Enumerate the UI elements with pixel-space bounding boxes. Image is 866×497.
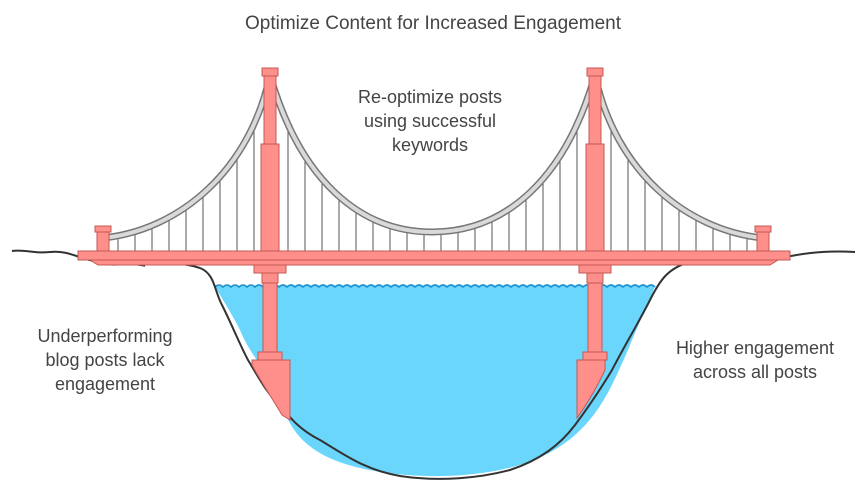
end-label-line: Higher engagement <box>650 336 860 360</box>
bridge-deck <box>78 251 790 265</box>
end-post-right <box>755 226 771 252</box>
end-label-line: across all posts <box>650 360 860 384</box>
end-post-left <box>95 226 111 252</box>
start-label: Underperforming blog posts lack engageme… <box>0 324 210 396</box>
start-label-line: Underperforming <box>0 324 210 348</box>
end-label: Higher engagement across all posts <box>650 336 860 384</box>
bridge-label-line: keywords <box>300 133 560 157</box>
start-label-line: engagement <box>0 372 210 396</box>
diagram-title: Optimize Content for Increased Engagemen… <box>0 12 866 36</box>
bridge-label: Re-optimize posts using successful keywo… <box>300 85 560 157</box>
start-label-line: blog posts lack <box>0 348 210 372</box>
bridge-label-line: Re-optimize posts <box>300 85 560 109</box>
bridge-label-line: using successful <box>300 109 560 133</box>
